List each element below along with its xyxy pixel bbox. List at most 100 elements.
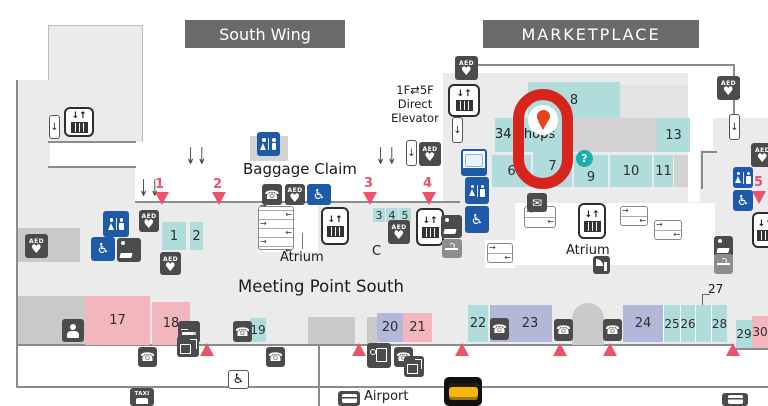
luggage-cart-icon — [404, 356, 424, 377]
exit-3-number: 3 — [364, 176, 374, 191]
luggage-rack-icon — [442, 239, 462, 258]
stand-30[interactable]: 30 — [752, 316, 768, 348]
gray-box-shop-row — [674, 155, 688, 187]
aed-icon: AED — [419, 142, 441, 166]
luggage-rack-icon — [714, 254, 733, 274]
escalator-icon — [452, 117, 463, 143]
elevator-icon — [321, 207, 349, 245]
wheelchair-accessible-icon — [307, 184, 331, 205]
telephone-icon — [266, 347, 285, 367]
gray-box-upper-right — [620, 85, 688, 118]
entrance-marker-icon — [726, 343, 740, 356]
wall-market-top — [467, 64, 734, 66]
exit-1-marker-icon — [155, 192, 169, 205]
telephone-icon — [490, 318, 509, 340]
wall-mid-vertical — [318, 344, 320, 406]
wheelchair-accessible-icon — [465, 206, 489, 233]
location-pin[interactable] — [513, 89, 573, 189]
exit-1-number: 1 — [155, 177, 165, 192]
telephone-icon — [138, 347, 157, 367]
aed-icon: AED — [285, 184, 305, 205]
locker-c-label: C — [372, 244, 382, 259]
stand-27-callout: 27 — [708, 282, 724, 296]
aed-icon: AED — [751, 143, 768, 167]
exit-4-marker-icon — [422, 192, 436, 205]
baggage-claim-label: Baggage Claim — [243, 160, 357, 178]
baby-care-icon — [714, 236, 733, 257]
coin-locker-icon — [367, 343, 391, 368]
escalator-arrows-icon — [376, 143, 398, 170]
exit-5-marker-icon — [752, 191, 766, 204]
stand-25[interactable]: 25 — [663, 305, 680, 342]
telephone-icon — [554, 319, 573, 341]
stand-26[interactable]: 26 — [680, 305, 696, 342]
stand-22[interactable]: 22 — [468, 305, 488, 342]
baby-care-icon — [441, 215, 462, 238]
exit-5-number: 5 — [754, 175, 764, 190]
corridor-slot — [50, 142, 135, 167]
restroom-icon — [103, 211, 129, 237]
post-box-icon — [527, 193, 547, 212]
exit-2-number: 2 — [213, 177, 223, 192]
moving-walkway-icon — [654, 220, 682, 240]
counter-gray-mid — [308, 317, 355, 345]
stand-27-callout-line — [702, 294, 710, 305]
slot-bottom — [48, 166, 136, 168]
drinking-fountain-icon — [593, 256, 610, 274]
stand-28[interactable]: 28 — [711, 305, 727, 342]
moving-walkway-icon — [620, 206, 648, 226]
road-line — [16, 386, 768, 388]
wall-left — [16, 80, 18, 387]
stand-2930-base — [735, 348, 768, 350]
atrium-right-label: Atrium — [566, 243, 610, 258]
stand-21[interactable]: 21 — [403, 313, 432, 342]
aed-icon: AED — [388, 220, 410, 244]
elevator-icon — [578, 203, 606, 239]
atrium-dome — [572, 303, 604, 345]
stand-19[interactable]: 19 — [250, 318, 266, 342]
wheelchair-accessible-icon — [91, 237, 115, 261]
atrium-pointer — [302, 233, 303, 249]
wall-right-l1 — [701, 151, 703, 189]
escalator-arrows-icon — [186, 143, 208, 170]
flight-info-display-icon — [461, 149, 487, 176]
escalator-icon — [406, 140, 417, 166]
aed-icon: AED — [455, 56, 478, 80]
restroom-icon — [465, 177, 489, 204]
shop-10[interactable]: 10 — [610, 155, 652, 187]
locker-4: 4 — [386, 208, 398, 222]
restroom-icon — [257, 132, 280, 156]
aed-icon: AED — [717, 76, 740, 100]
stand-17[interactable]: 17 — [85, 296, 150, 345]
gray-box-mid — [572, 118, 657, 152]
escalator-icon — [49, 115, 60, 139]
aed-icon: AED — [160, 252, 181, 275]
elevator-icon — [448, 84, 480, 117]
exit-3-marker-icon — [363, 192, 377, 205]
exit-4-number: 4 — [423, 176, 433, 191]
shop-11[interactable]: 11 — [654, 155, 673, 187]
wall-right-l2 — [701, 151, 717, 153]
information-icon: ? — [576, 150, 593, 167]
taxi-stand-icon: TAXI — [130, 388, 154, 406]
entrance-marker-icon — [553, 343, 567, 356]
direct-elevator-note: 1F⇄5F Direct Elevator — [391, 83, 439, 125]
entrance-marker-icon — [603, 343, 617, 356]
stand-29[interactable]: 29 — [736, 320, 752, 348]
entrance-marker-icon — [455, 343, 469, 356]
shop-13[interactable]: 13 — [657, 118, 690, 152]
telephone-icon — [233, 321, 252, 342]
stand-20[interactable]: 20 — [377, 313, 403, 342]
stand-24[interactable]: 24 — [623, 305, 663, 342]
baby-care-icon — [117, 238, 141, 262]
telephone-icon — [603, 319, 622, 341]
escalator-icon — [729, 114, 740, 140]
aed-icon: AED — [139, 210, 159, 232]
counter-gray-small — [367, 317, 377, 345]
locker-3: 3 — [373, 208, 385, 222]
moving-walkway-icon — [258, 206, 294, 250]
room-2: 2 — [190, 222, 203, 250]
stand-27[interactable] — [695, 305, 711, 342]
aed-icon: AED — [25, 234, 48, 258]
